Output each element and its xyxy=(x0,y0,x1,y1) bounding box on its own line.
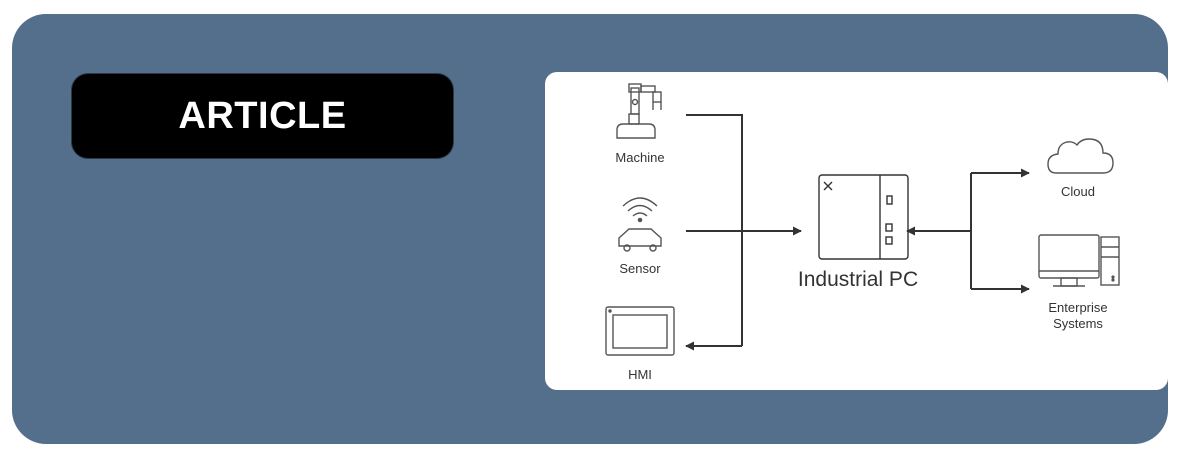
hmi-label: HMI xyxy=(628,367,652,382)
industrial-pc-icon xyxy=(818,174,909,260)
touch-panel-icon xyxy=(605,306,675,356)
sensor-label: Sensor xyxy=(619,261,661,276)
cloud-label: Cloud xyxy=(1061,184,1095,199)
article-badge: ARTICLE xyxy=(72,74,453,158)
cloud-icon xyxy=(1047,138,1114,174)
desktop-server-icon xyxy=(1038,234,1120,287)
machine-label: Machine xyxy=(615,150,665,165)
wireless-sensor-icon xyxy=(618,197,662,252)
diagram-canvas xyxy=(605,83,1120,356)
connector-lines xyxy=(685,114,1030,351)
industrial-pc-label: Industrial PC xyxy=(797,268,919,291)
machine-connector xyxy=(686,114,743,346)
article-badge-label: ARTICLE xyxy=(178,94,347,137)
iot-architecture-diagram: Machine Sensor HMI Industrial PC Cloud E… xyxy=(545,72,1168,390)
enterprise-label-line1: Enterprise xyxy=(1048,300,1108,315)
enterprise-label-line2: Systems xyxy=(1053,316,1103,331)
robot-arm-icon xyxy=(616,83,662,139)
